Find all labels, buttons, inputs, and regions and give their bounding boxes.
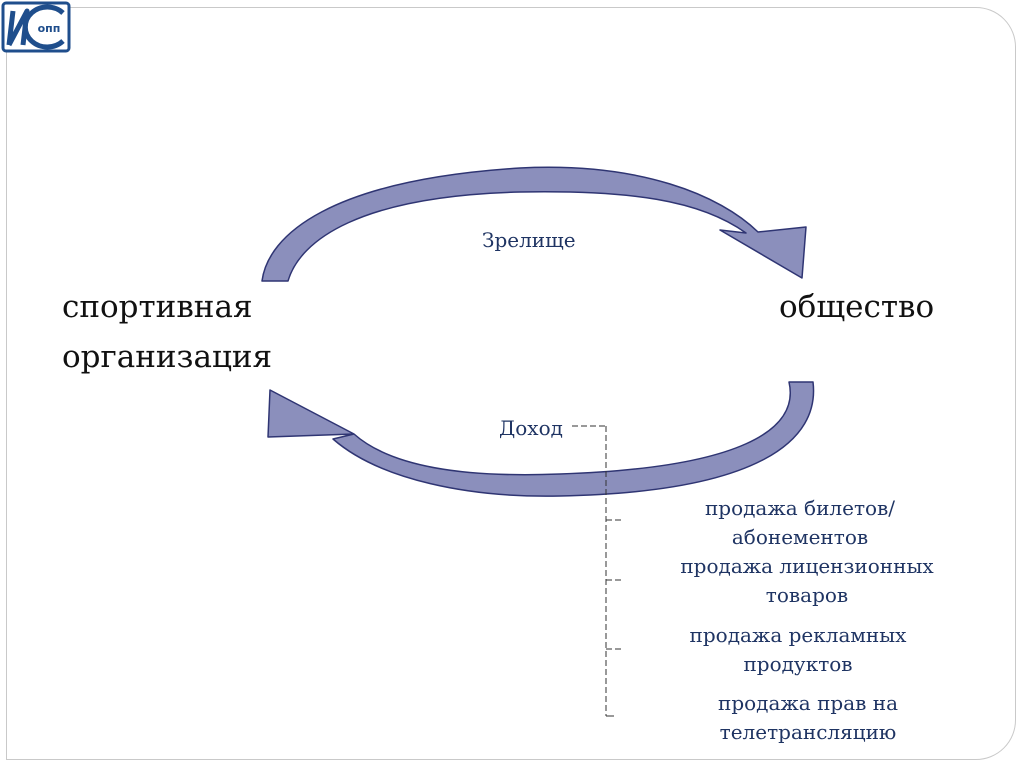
income-source-merchandise: продажа лицензионных товаров [680,554,934,607]
label-spectacle: Зрелище [482,228,576,252]
entity-society: общество [779,289,935,325]
income-bracket [572,425,622,717]
slide-frame [6,7,1016,760]
entity-sports-organization: спортивная организация [62,289,273,375]
iso-pp-logo-icon: опп [1,1,71,53]
bottom-arrow [267,381,815,497]
label-income: Доход [499,416,563,440]
svg-text:опп: опп [38,22,61,35]
income-source-tv-rights: продажа прав на телетрансляцию [717,691,899,744]
income-source-advertising: продажа рекламных продуктов [689,623,907,676]
income-source-tickets: продажа билетов/абонементов [704,496,896,549]
top-arrow [261,166,807,282]
